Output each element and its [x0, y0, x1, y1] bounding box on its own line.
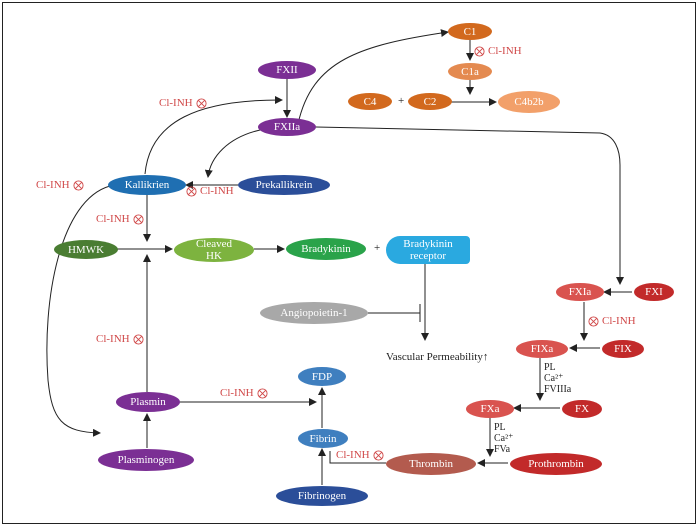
cofactor-x-ca: Ca²⁺	[494, 433, 514, 444]
node-prekallikrein: Prekallikrein	[238, 175, 330, 195]
node-fdp: FDP	[298, 367, 346, 386]
inhibitor-thrombin-label: Cl-INH	[336, 449, 370, 461]
edge-fxiia-fxi	[315, 126, 624, 285]
cleaved-hk-line2: HK	[206, 250, 222, 262]
cofactor-x: PL Ca²⁺ FVa	[494, 422, 513, 455]
receptor-line1: Bradykinin	[403, 238, 453, 250]
node-fxii: FXII	[258, 61, 316, 79]
node-prothrombin: Prothrombin	[510, 453, 602, 475]
edge-fxiia-c1	[297, 29, 449, 125]
cofactor-ix-ca: Ca²⁺	[544, 373, 564, 384]
inhibitor-kallikrien-label: Cl-INH	[96, 213, 130, 225]
node-plasmin: Plasmin	[116, 392, 180, 412]
node-fibrinogen: Fibrinogen	[276, 486, 368, 506]
cofactor-ix: PL Ca²⁺ FVIIIa	[544, 362, 571, 395]
node-fxi: FXI	[634, 283, 674, 301]
inhibitor-fxia: Cl-INH	[588, 315, 636, 327]
inhibit-icon	[588, 315, 599, 327]
cofactor-ix-fviiia: FVIIIa	[544, 384, 572, 395]
edge-kallikrien-fxiia	[144, 96, 283, 175]
node-fxia: FXIa	[556, 283, 604, 301]
node-c1: C1	[448, 23, 492, 40]
inhibit-icon	[257, 387, 268, 399]
node-fxiia: FXIIa	[258, 118, 316, 136]
node-bradykinin-receptor: Bradykinin receptor	[386, 236, 470, 264]
inhibitor-fdp-label: Cl-INH	[220, 387, 254, 399]
node-c4: C4	[348, 93, 392, 110]
inhibitor-prekallikrein: Cl-INH	[186, 185, 234, 197]
inhibitor-c1: Cl-INH	[474, 45, 522, 57]
inhibitor-prekallikrein-label: Cl-INH	[200, 185, 234, 197]
inhibit-icon	[73, 179, 84, 191]
inhibitor-fxia-label: Cl-INH	[602, 315, 636, 327]
inhibitor-c1-label: Cl-INH	[488, 45, 522, 57]
node-fibrin: Fibrin	[298, 429, 348, 448]
inhibitor-plasminogen-label: Cl-INH	[36, 179, 70, 191]
inhibitor-thrombin: Cl-INH	[336, 449, 384, 461]
inhibitor-fdp: Cl-INH	[220, 387, 268, 399]
inhibitor-plasminogen: Cl-INH	[36, 179, 84, 191]
edge-kallikrien-plasminogen	[46, 185, 111, 437]
node-fix: FIX	[602, 340, 644, 358]
cofactor-x-fva: FVa	[494, 444, 511, 455]
inhibitor-fxii: Cl-INH	[159, 97, 207, 109]
inhibit-icon	[474, 45, 485, 57]
inhibit-icon	[133, 213, 144, 225]
vascular-permeability: Vascular Permeability↑	[386, 351, 489, 363]
node-hmwk: HMWK	[54, 240, 118, 259]
inhibitor-plasmin: Cl-INH	[96, 333, 144, 345]
node-c4b2b: C4b2b	[498, 91, 560, 113]
plus-sign-2: +	[374, 242, 381, 254]
node-bradykinin: Bradykinin	[286, 238, 366, 260]
inhibitor-fxii-label: Cl-INH	[159, 97, 193, 109]
inhibitor-plasmin-label: Cl-INH	[96, 333, 130, 345]
node-c2: C2	[408, 93, 452, 110]
inhibit-icon	[196, 97, 207, 109]
receptor-line2: receptor	[409, 250, 447, 262]
cofactor-x-pl: PL	[494, 422, 506, 433]
node-fixa: FIXa	[516, 340, 568, 358]
edge-fxiia-kallikrien	[204, 127, 271, 178]
cofactor-ix-pl: PL	[544, 362, 556, 373]
node-fxa: FXa	[466, 400, 514, 418]
inhibit-icon	[186, 185, 197, 197]
node-plasminogen: Plasminogen	[98, 449, 194, 471]
node-kallikrien: Kallikrien	[108, 175, 186, 195]
node-thrombin: Thrombin	[386, 453, 476, 475]
node-c1a: C1a	[448, 63, 492, 80]
node-angiopoietin: Angiopoietin-1	[260, 302, 368, 324]
node-cleaved-hk: Cleaved HK	[174, 238, 254, 262]
cleaved-hk-line1: Cleaved	[195, 238, 233, 250]
plus-sign: +	[398, 95, 405, 107]
inhibitor-kallikrien: Cl-INH	[96, 213, 144, 225]
inhibit-icon	[373, 449, 384, 461]
node-fx: FX	[562, 400, 602, 418]
edge-thrombin-fibrin	[329, 451, 386, 464]
inhibit-icon	[133, 333, 144, 345]
